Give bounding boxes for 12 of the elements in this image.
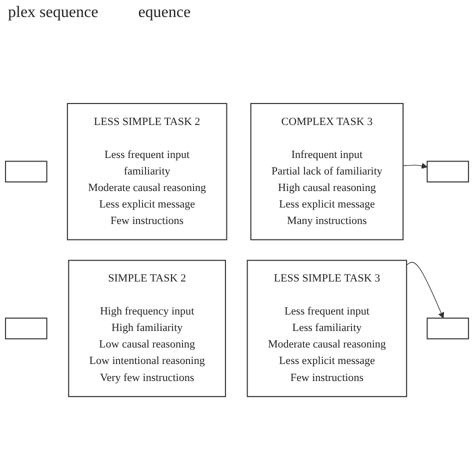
node-box <box>426 318 469 340</box>
node-box <box>5 160 48 182</box>
node-box <box>5 318 48 340</box>
node-box: LESS SIMPLE TASK 3 Less frequent input Less familiarity Moderate causal reasoning Less explicit message Few instructions <box>246 260 408 398</box>
node-box: SIMPLE TASK 2 High frequency input High familiarity Low causal reasoning Low intentional reasoning Very few instructions <box>68 260 226 398</box>
node-box <box>426 160 469 182</box>
section-heading: plex sequence <box>8 4 98 22</box>
section-heading: equence <box>138 4 191 22</box>
node-box: COMPLEX TASK 3 Infrequent input Partial lack of familiarity High causal reasoning Less explicit message Many instructions <box>250 102 404 240</box>
arrow <box>402 162 428 169</box>
arrow <box>406 262 444 318</box>
node-box: LESS SIMPLE TASK 2 Less frequent input familiarity Moderate causal reasoning Less explicit message Few instructions <box>66 102 228 240</box>
